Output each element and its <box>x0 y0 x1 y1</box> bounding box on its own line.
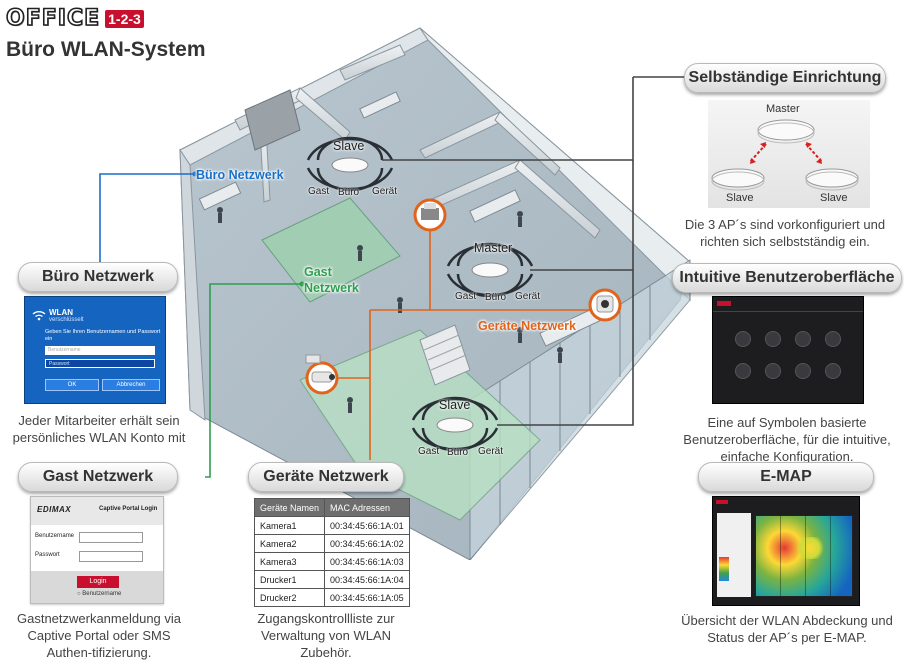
device-name: Kamera1 <box>253 516 326 535</box>
ui-icon <box>735 331 751 347</box>
ap-slave-top-ssid-gast: Gast <box>308 186 330 197</box>
password-field[interactable]: Passwort <box>45 359 155 368</box>
ui-icon <box>825 331 841 347</box>
geraete-netzwerk-map-label: Geräte Netzwerk <box>478 319 576 333</box>
captive-password-input[interactable] <box>79 551 143 562</box>
cancel-button[interactable]: Abbrechen <box>102 379 160 391</box>
wifi-icon <box>32 311 46 321</box>
page-title: Büro WLAN-System <box>6 38 206 61</box>
col-header-mac: MAC Adressen <box>324 498 410 517</box>
ok-button[interactable]: OK <box>45 379 99 391</box>
ap-master-ssid-geraet: Gerät <box>515 291 541 302</box>
emap-caption: Übersicht der WLAN Abdeckung und Status … <box>681 613 893 645</box>
logo-word: OFFICE <box>5 5 101 32</box>
mac-address: 00:34:45:66:1A:05 <box>324 588 410 607</box>
ap-slave-bottom-ssid-geraet: Gerät <box>478 446 504 457</box>
emap-title: E-MAP <box>698 462 874 492</box>
captive-username-input[interactable] <box>79 532 143 543</box>
ui-icon <box>825 363 841 379</box>
ui-icon <box>795 363 811 379</box>
setup-caption: Die 3 AP´s sind vorkonfiguriert und rich… <box>684 217 886 249</box>
wlan-login-dialog: WLAN verschlüsselt Geben Sie Ihren Benut… <box>24 296 166 404</box>
geraete-netzwerk-title: Geräte Netzwerk <box>248 462 404 492</box>
wlan-subtitle: verschlüsselt <box>49 317 84 323</box>
emap-screenshot <box>712 496 860 606</box>
setup-slave2-label: Slave <box>820 192 848 204</box>
ap-slave-bottom-label: Slave <box>439 398 471 412</box>
logo-number-badge: 1-2-3 <box>105 9 144 28</box>
setup-master-label: Master <box>766 103 800 115</box>
ui-caption: Eine auf Symbolen basierte Benutzeroberf… <box>683 415 891 464</box>
buero-netzwerk-title: Büro Netzwerk <box>18 262 178 292</box>
edimax-logo: EDIMAX <box>37 505 72 514</box>
ui-icon <box>735 363 751 379</box>
ap-slave-bottom-ssid-buero: Büro <box>447 447 469 458</box>
col-header-device: Geräte Namen <box>253 498 326 517</box>
ui-icon <box>795 331 811 347</box>
buero-netzwerk-caption: Jeder Mitarbeiter erhält sein persönlich… <box>12 413 186 445</box>
office-logo: OFFICE 1-2-3 <box>5 5 144 32</box>
ap-slave-bottom-ssid-gast: Gast <box>418 446 440 457</box>
office-building-illustration <box>179 27 691 560</box>
username-field[interactable]: Benutzername <box>45 346 155 355</box>
gast-netzwerk-title: Gast Netzwerk <box>18 462 178 492</box>
ap-devices-graphic <box>711 119 859 191</box>
mac-address: 00:34:45:66:1A:04 <box>324 570 410 589</box>
device-name: Kamera3 <box>253 552 326 571</box>
ui-icon <box>765 331 781 347</box>
gast-netzwerk-map-label: Gast Netzwerk <box>304 265 359 295</box>
gast-netzwerk-caption: Gastnetzwerkanmeldung via Captive Portal… <box>16 611 182 660</box>
username-radio[interactable]: ○ Benutzername <box>77 591 122 597</box>
captive-password-label: Passwort <box>35 552 60 558</box>
edimax-mini-logo <box>717 301 731 306</box>
ap-master-label: Master <box>474 241 513 255</box>
wlan-prompt: Geben Sie Ihren Benutzernamen und Passwo… <box>45 329 161 342</box>
ui-icon <box>765 363 781 379</box>
captive-portal-title: Captive Portal Login <box>99 506 158 512</box>
captive-portal-login: EDIMAX Captive Portal Login Benutzername… <box>30 496 164 604</box>
username-radio-label: Benutzername <box>82 591 122 597</box>
device-name: Drucker2 <box>253 588 326 607</box>
geraete-netzwerk-caption: Zugangskontrollliste zur Verwaltung von … <box>257 611 395 660</box>
setup-slave1-label: Slave <box>726 192 754 204</box>
buero-netzwerk-map-label: Büro Netzwerk <box>196 168 284 182</box>
captive-username-label: Benutzername <box>35 533 75 539</box>
ap-slave-top-ssid-geraet: Gerät <box>372 186 398 197</box>
mac-address: 00:34:45:66:1A:02 <box>324 534 410 553</box>
login-button[interactable]: Login <box>77 576 119 588</box>
mac-address: 00:34:45:66:1A:01 <box>324 516 410 535</box>
ap-master-ssid-gast: Gast <box>455 291 477 302</box>
ui-screenshot <box>712 296 864 404</box>
device-name: Kamera2 <box>253 534 326 553</box>
wlan-title: WLAN <box>49 308 73 317</box>
ui-title: Intuitive Benutzeroberfläche <box>672 263 902 293</box>
ap-slave-top-label: Slave <box>333 139 365 153</box>
ap-slave-top-ssid-buero: Büro <box>338 187 360 198</box>
setup-title: Selbständige Einrichtung <box>684 63 886 93</box>
ap-setup-illustration: Master Slave Slave <box>708 100 870 208</box>
ap-master-ssid-buero: Büro <box>485 292 507 303</box>
device-name: Drucker1 <box>253 570 326 589</box>
mac-address: 00:34:45:66:1A:03 <box>324 552 410 571</box>
